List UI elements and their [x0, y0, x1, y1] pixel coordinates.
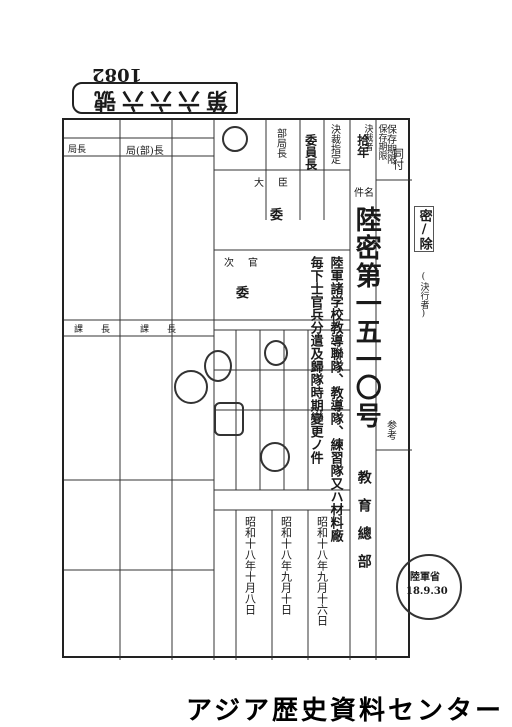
side-label-1: 同付	[391, 148, 405, 170]
date-2: 昭和十八年九月十日	[279, 516, 293, 615]
footer-watermark: アジア歴史資料センター	[186, 696, 504, 726]
retention-label: 保存期限	[384, 124, 396, 164]
banner-text: 第六六六號	[88, 87, 229, 113]
vice-seal: 委	[236, 286, 250, 301]
form-grid: 保存期限 拾年 決裁指定 委員長 部局長 局(部)長 局長 件名 大臣 委 次官…	[62, 118, 412, 660]
postmark-line-2: 18.9.30	[406, 586, 448, 597]
confidential-text: 密/除	[416, 209, 432, 250]
bureau-chief-label: 局長	[68, 145, 87, 155]
seal-mid-2	[204, 350, 232, 382]
subject-line-2: 毎下士官兵分遣及歸隊時期變更ノ件	[307, 256, 323, 464]
grid-lines	[64, 120, 412, 660]
date-1: 昭和十八年九月十六日	[315, 516, 329, 626]
note-label: 参考	[384, 420, 396, 440]
corner-mark: (決行者)	[418, 272, 429, 319]
bureau-label: 局(部)長	[126, 146, 164, 157]
date-3: 昭和十八年十月八日	[243, 516, 257, 615]
seal-mid-1	[174, 370, 208, 404]
side-label-3: 決裁者	[362, 124, 373, 151]
routing-label: 部局長	[274, 128, 286, 158]
committee-seal: 委	[270, 208, 284, 223]
postmark-line-1: 陸軍省	[410, 572, 440, 583]
subject-header: 件名	[354, 188, 374, 199]
side-label-2: 保存期限	[376, 124, 387, 160]
seal-lower-2	[260, 442, 290, 472]
seal-top	[222, 126, 248, 152]
seal-lower	[214, 402, 244, 436]
vice-label: 次官	[224, 258, 272, 269]
banner: 第六六六號	[72, 82, 238, 114]
section-chief-label-2: 課長	[140, 325, 195, 335]
postmark: 陸軍省 18.9.30	[396, 554, 462, 620]
committee-label: 委員長	[303, 134, 318, 170]
retention-value: 拾年	[355, 134, 370, 158]
minister-label: 大臣	[254, 178, 302, 189]
confidential-mark: 密/除	[414, 206, 434, 252]
seal-mid-3	[264, 340, 288, 366]
issuer: 教育總部	[355, 470, 372, 582]
register-number: 陸密第一五一〇号	[351, 206, 382, 430]
decision-label: 決裁指定	[328, 124, 340, 164]
subject-line-1: 陸軍諸学校教導聯隊、教導隊、練習隊又ハ材料廠	[327, 256, 343, 542]
section-chief-label: 課長	[74, 325, 129, 335]
